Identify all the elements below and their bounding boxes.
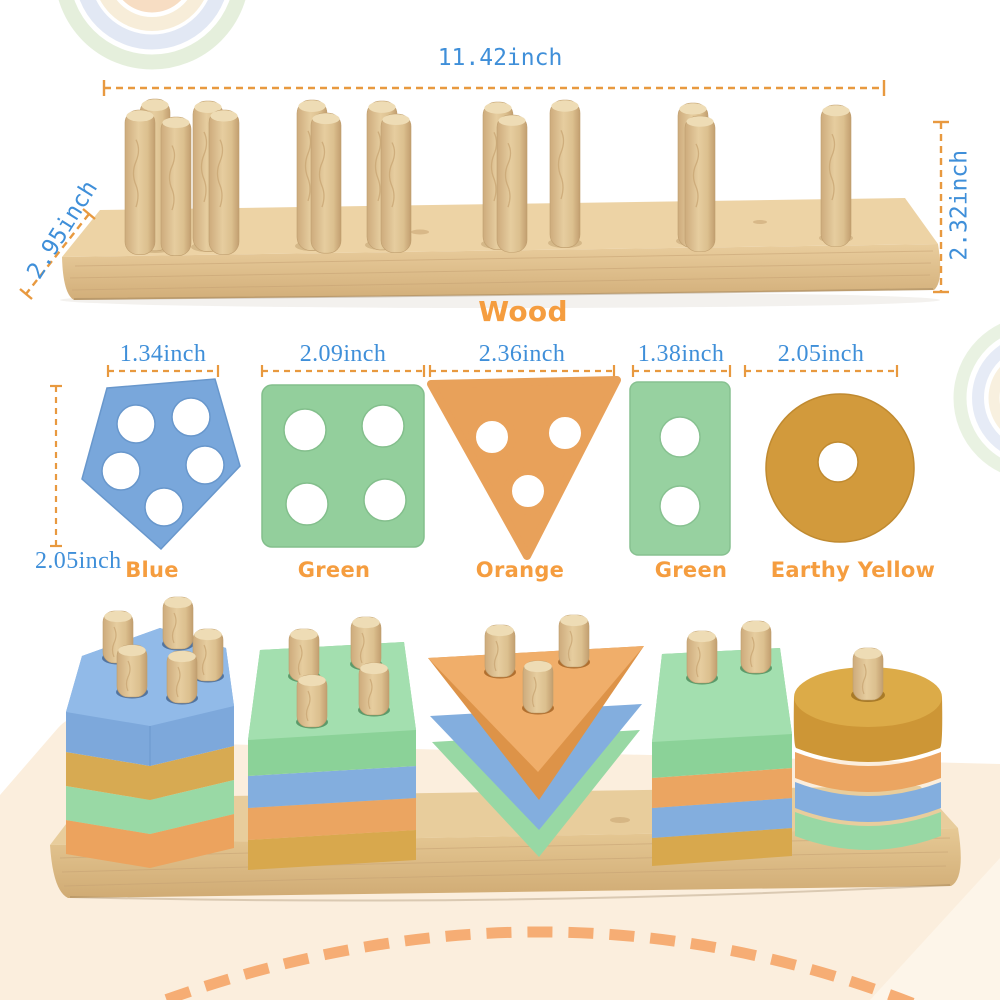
board-width-label: 11.42inch — [437, 45, 563, 71]
circle-stack — [793, 647, 943, 850]
square-width-label: 2.09inch — [299, 341, 387, 367]
pentagon-stack — [66, 596, 234, 868]
board-width-line — [102, 80, 886, 96]
circle-plate — [765, 393, 915, 543]
rectangle-plate — [629, 381, 731, 556]
pentagon-width-line — [106, 365, 220, 377]
board-height-label: 2.32inch — [946, 149, 973, 261]
rectangle-width-label: 1.38inch — [637, 341, 725, 367]
circle-width-line — [743, 365, 899, 377]
square-width-line — [260, 365, 426, 377]
triangle-width-label: 2.36inch — [478, 341, 566, 367]
pentagon-plate — [81, 378, 241, 551]
square-plate — [261, 384, 425, 548]
pentagon-height-line — [50, 384, 62, 548]
circle-width-label: 2.05inch — [777, 341, 865, 367]
square-color-label: Green — [297, 558, 371, 582]
shape-width-lines — [50, 365, 899, 548]
rectangle-color-label: Green — [654, 558, 728, 582]
pentagon-color-label: Blue — [125, 558, 179, 582]
board-depth-line — [19, 208, 96, 300]
rainbow-top-left-decoration — [58, 0, 246, 70]
rectangle-width-line — [631, 365, 732, 377]
rainbow-right-decoration — [953, 323, 1000, 473]
triangle-width-line — [428, 365, 616, 377]
triangle-plate — [427, 376, 621, 560]
pentagon-height-label: 2.05inch — [35, 548, 122, 574]
triangle-stack — [428, 614, 644, 857]
square-stack — [248, 616, 416, 870]
rectangle-stack — [652, 620, 792, 866]
board-height-line — [933, 120, 949, 294]
wooden-board-photo — [60, 98, 941, 308]
triangle-color-label: Orange — [475, 558, 565, 582]
material-label: Wood — [478, 295, 568, 328]
dashed-arc-decoration — [149, 926, 920, 1000]
pentagon-width-label: 1.34inch — [119, 341, 207, 367]
assembled-toy-photo — [50, 596, 961, 902]
circle-color-label: Earthy Yellow — [770, 558, 936, 582]
